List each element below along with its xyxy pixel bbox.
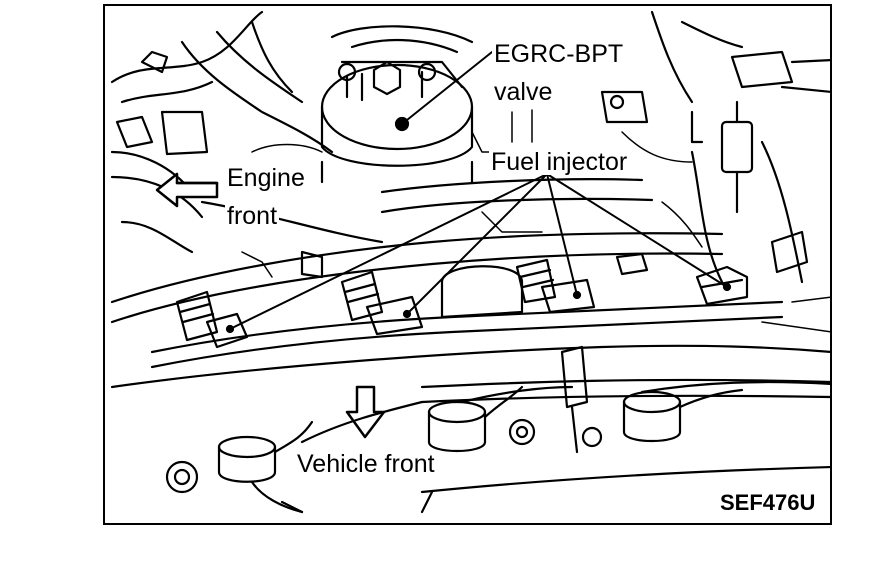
right-hoses [600, 10, 830, 284]
engine-front-label-line2: front [225, 202, 280, 230]
egrc-bpt-label-line2: valve [492, 78, 555, 106]
upper-hoses [110, 10, 334, 254]
egrc-bpt-valve-body [320, 25, 474, 184]
engine-front-arrow-shape [155, 172, 219, 208]
engine-line-drawing [110, 10, 830, 514]
engine-front-label-line1: Engine [225, 164, 307, 192]
fuel-injector-2 [340, 270, 424, 336]
fuel-injector-3 [515, 258, 596, 314]
fuel-injector-1 [175, 290, 249, 349]
vehicle-front-arrow-shape [345, 385, 386, 439]
lower-ignition-area [110, 344, 830, 514]
leader-lines [229, 51, 728, 330]
fuel-injector-label: Fuel injector [489, 148, 630, 176]
egrc-bpt-label-line1: EGRC-BPT [492, 40, 626, 68]
vehicle-front-label: Vehicle front [295, 450, 437, 478]
diagram-frame: EGRC-BPT valve Fuel injector Engine fron… [103, 4, 832, 525]
background-linework [241, 109, 830, 333]
figure-code: SEF476U [720, 490, 816, 515]
intake-and-fuel-rail [110, 178, 784, 369]
